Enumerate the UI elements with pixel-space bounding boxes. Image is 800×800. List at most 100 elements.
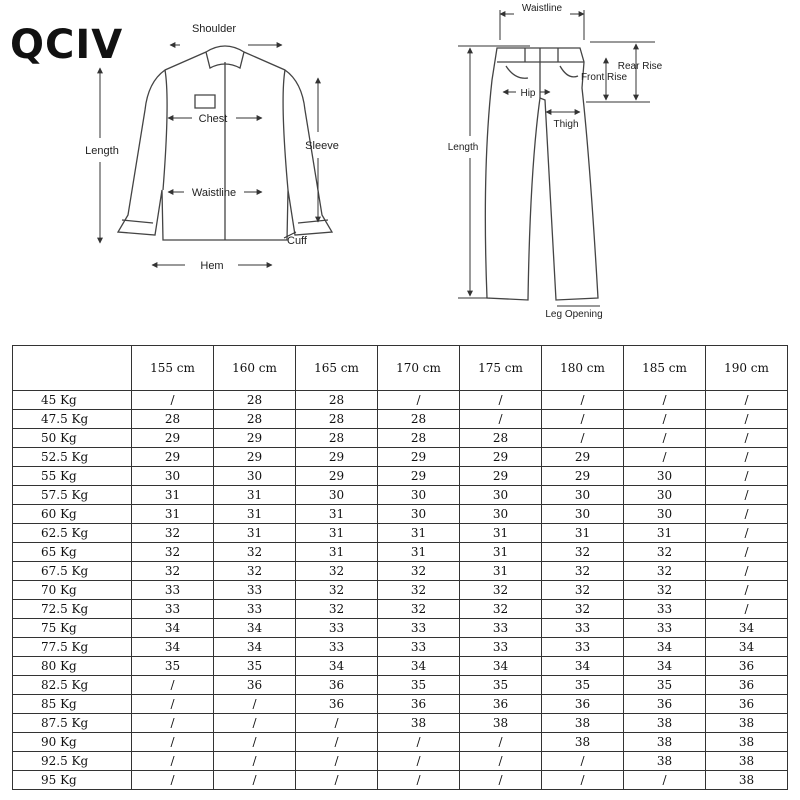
size-cell: 34 [541, 656, 624, 676]
size-cell: 32 [541, 599, 624, 619]
size-cell: 32 [623, 580, 706, 600]
size-cell: / [131, 713, 214, 733]
size-cell: 34 [131, 618, 214, 638]
weight-cell: 92.5 Kg [12, 751, 132, 771]
size-cell: 32 [623, 542, 706, 562]
size-cell: / [213, 770, 296, 790]
size-cell: 38 [541, 732, 624, 752]
size-cell: 32 [213, 561, 296, 581]
size-cell: / [295, 770, 378, 790]
size-cell: 38 [623, 713, 706, 733]
size-chart-header-row: 155 cm 160 cm 165 cm 170 cm 175 cm 180 c… [12, 345, 788, 391]
height-header: 190 cm [705, 345, 788, 391]
size-cell: 28 [295, 428, 378, 448]
size-cell: 28 [213, 390, 296, 410]
weight-cell: 57.5 Kg [12, 485, 132, 505]
pants-thigh-label: Thigh [553, 119, 578, 130]
table-row: 95 Kg///////38 [12, 770, 788, 790]
size-cell: 32 [131, 542, 214, 562]
size-cell: / [295, 751, 378, 771]
size-cell: 32 [295, 580, 378, 600]
size-cell: 33 [213, 580, 296, 600]
size-cell: / [131, 390, 214, 410]
weight-cell: 87.5 Kg [12, 713, 132, 733]
size-cell: 31 [459, 542, 542, 562]
size-cell: / [377, 732, 460, 752]
size-cell: / [541, 751, 624, 771]
size-cell: / [213, 713, 296, 733]
size-cell: 34 [213, 618, 296, 638]
weight-cell: 45 Kg [12, 390, 132, 410]
size-cell: 28 [295, 390, 378, 410]
size-cell: / [131, 675, 214, 695]
size-cell: / [623, 447, 706, 467]
pants-hip-label: Hip [520, 88, 535, 99]
size-cell: / [705, 428, 788, 448]
weight-cell: 72.5 Kg [12, 599, 132, 619]
size-cell: 33 [131, 599, 214, 619]
size-cell: 32 [377, 580, 460, 600]
size-cell: 33 [459, 618, 542, 638]
size-cell: / [541, 409, 624, 429]
size-cell: 31 [213, 504, 296, 524]
size-cell: / [705, 599, 788, 619]
size-cell: / [131, 751, 214, 771]
size-cell: / [131, 694, 214, 714]
weight-cell: 47.5 Kg [12, 409, 132, 429]
size-cell: 32 [131, 561, 214, 581]
size-cell: 31 [295, 523, 378, 543]
size-cell: / [131, 732, 214, 752]
jacket-measure-lines [97, 42, 321, 268]
size-chart-table: 155 cm 160 cm 165 cm 170 cm 175 cm 180 c… [12, 345, 788, 790]
size-cell: 32 [459, 599, 542, 619]
height-header: 165 cm [295, 345, 378, 391]
size-cell: / [705, 580, 788, 600]
size-cell: 28 [295, 409, 378, 429]
jacket-length-label: Length [85, 145, 119, 157]
weight-cell: 67.5 Kg [12, 561, 132, 581]
size-cell: 30 [541, 485, 624, 505]
size-cell: 36 [705, 675, 788, 695]
size-cell: 31 [541, 523, 624, 543]
size-cell: 38 [541, 713, 624, 733]
height-header: 185 cm [623, 345, 706, 391]
size-cell: / [705, 561, 788, 581]
size-cell: 33 [213, 599, 296, 619]
size-cell: 31 [295, 504, 378, 524]
size-cell: 29 [213, 447, 296, 467]
pants-length-label: Length [448, 142, 479, 153]
height-header: 160 cm [213, 345, 296, 391]
size-cell: 34 [459, 656, 542, 676]
weight-cell: 50 Kg [12, 428, 132, 448]
size-cell: 33 [295, 618, 378, 638]
size-cell: / [705, 466, 788, 486]
size-cell: 36 [705, 694, 788, 714]
size-cell: 33 [623, 618, 706, 638]
size-cell: 28 [131, 409, 214, 429]
size-cell: / [705, 523, 788, 543]
weight-cell: 90 Kg [12, 732, 132, 752]
pants-waistline-label: Waistline [522, 3, 563, 14]
size-cell: 33 [131, 580, 214, 600]
size-cell: 31 [131, 504, 214, 524]
size-cell: / [459, 732, 542, 752]
size-cell: 38 [705, 732, 788, 752]
size-cell: 32 [541, 542, 624, 562]
size-cell: 28 [377, 428, 460, 448]
size-cell: / [295, 713, 378, 733]
size-cell: 28 [213, 409, 296, 429]
size-cell: 30 [377, 504, 460, 524]
size-cell: 32 [295, 561, 378, 581]
brand-logo: QCIV [10, 22, 124, 68]
